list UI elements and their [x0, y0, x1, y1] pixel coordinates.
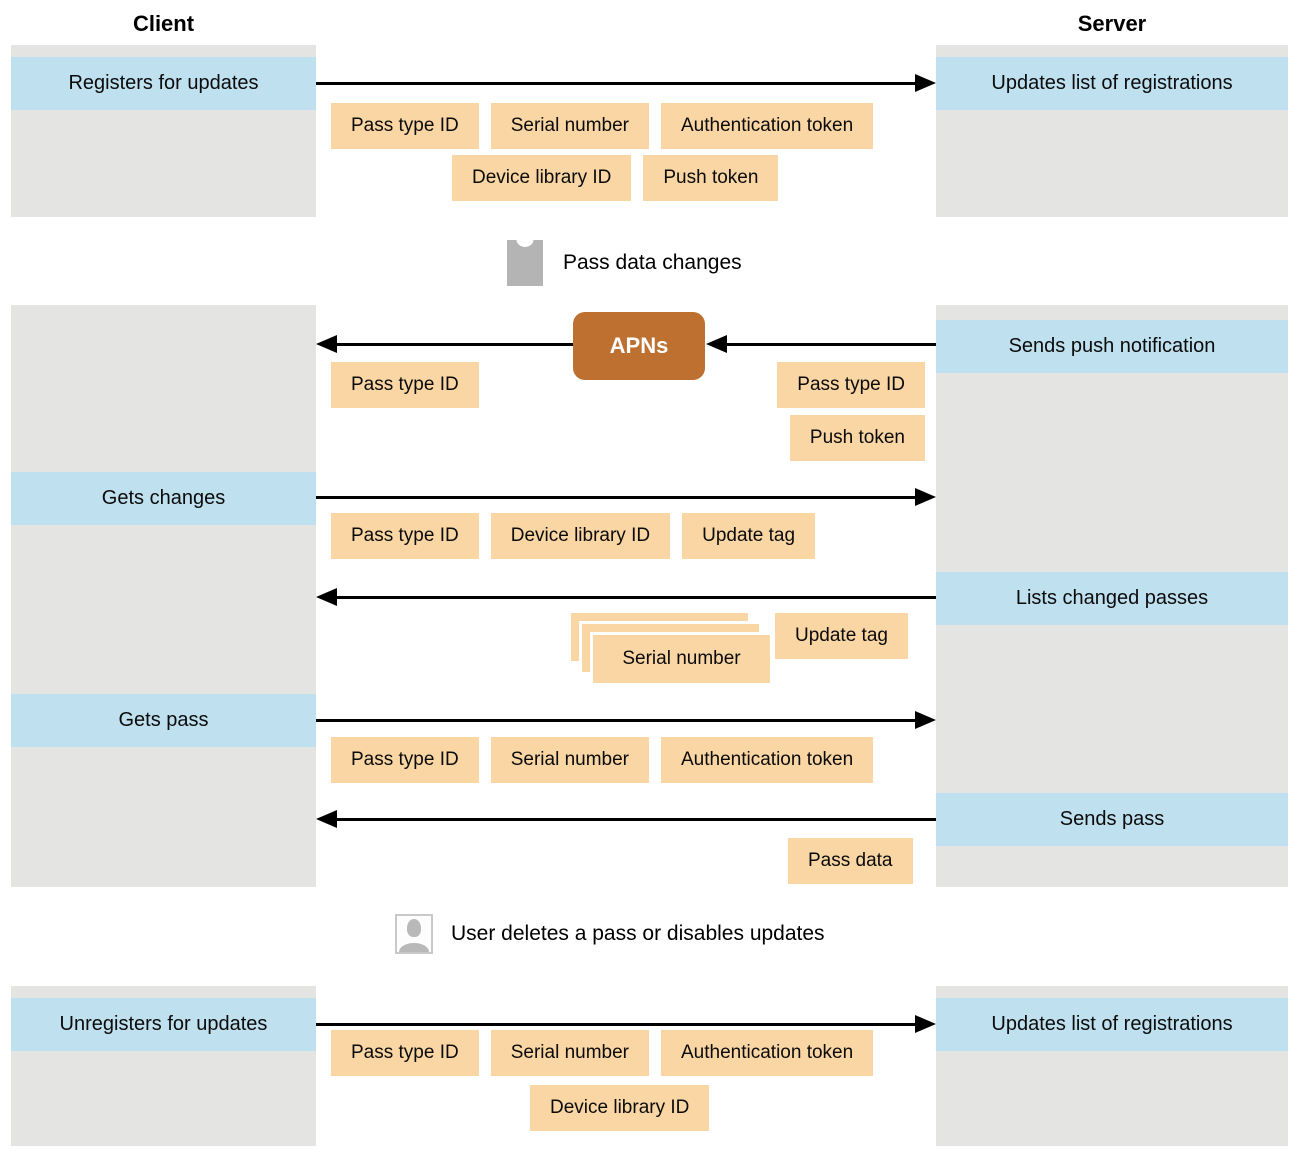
tag-authentication-token: Authentication token [661, 1030, 874, 1076]
unregister-tags-row1: Pass type ID Serial number Authenticatio… [331, 1030, 874, 1076]
tag-device-library-id: Device library ID [490, 513, 671, 559]
client-column-register: Registers for updates [11, 45, 316, 217]
tag-pass-type-id: Pass type ID [331, 362, 479, 408]
gap-note-label: User deletes a pass or disables updates [451, 922, 825, 945]
tag-serial-number: Serial number [490, 1030, 649, 1076]
tag-push-token: Push token [789, 415, 925, 461]
server-column-main: Sends push notification Lists changed pa… [936, 305, 1288, 887]
server-column-unregister: Updates list of registrations [936, 986, 1288, 1146]
apns-node: APNs [573, 312, 705, 380]
gap-note-user-deletes: User deletes a pass or disables updates [395, 912, 825, 956]
tag-update-tag: Update tag [682, 513, 816, 559]
tag-pass-type-id: Pass type ID [777, 362, 925, 408]
client-band-unregisters: Unregisters for updates [11, 998, 316, 1051]
arrow-sends-pass [316, 810, 936, 828]
lists-changed-tags: Update tag [775, 613, 908, 659]
tag-device-library-id: Device library ID [530, 1085, 710, 1131]
server-band-updates-registrations: Updates list of registrations [936, 57, 1288, 110]
pass-icon [507, 240, 543, 286]
tag-pass-type-id: Pass type ID [331, 103, 479, 149]
tag-authentication-token: Authentication token [661, 103, 874, 149]
server-column-register: Updates list of registrations [936, 45, 1288, 217]
tag-authentication-token: Authentication token [661, 737, 874, 783]
server-column-title: Server [1077, 11, 1147, 36]
tag-serial-number-stack: Serial number [590, 632, 773, 686]
tag-serial-number: Serial number [490, 103, 649, 149]
gap-note-label: Pass data changes [563, 251, 742, 274]
client-column-unregister: Unregisters for updates [11, 986, 316, 1146]
tag-serial-number: Serial number [490, 737, 649, 783]
register-tags-row2: Device library ID Push token [452, 155, 779, 201]
client-column-title: Client [132, 11, 195, 36]
arrow-gets-changes [316, 488, 936, 506]
tag-update-tag: Update tag [775, 613, 908, 659]
client-column-main: Gets changes Gets pass [11, 305, 316, 887]
arrow-unregister-request [316, 1015, 936, 1033]
server-band-updates-registrations: Updates list of registrations [936, 998, 1288, 1051]
arrow-lists-changed [316, 588, 936, 606]
arrow-gets-pass [316, 711, 936, 729]
register-tags-row1: Pass type ID Serial number Authenticatio… [331, 103, 874, 149]
client-band-registers: Registers for updates [11, 57, 316, 110]
sends-pass-tags: Pass data [788, 838, 913, 884]
gets-pass-tags: Pass type ID Serial number Authenticatio… [331, 737, 874, 783]
user-icon [395, 914, 433, 954]
arrow-register-request [316, 74, 936, 92]
gets-changes-tags: Pass type ID Device library ID Update ta… [331, 513, 816, 559]
push-client-tag-row: Pass type ID [331, 362, 479, 408]
server-band-sends-pass: Sends pass [936, 793, 1288, 846]
tag-push-token: Push token [643, 155, 779, 201]
tag-pass-type-id: Pass type ID [331, 513, 479, 559]
tag-pass-type-id: Pass type ID [331, 737, 479, 783]
client-band-gets-pass: Gets pass [11, 694, 316, 747]
tag-pass-data: Pass data [788, 838, 913, 884]
arrow-server-to-apns [706, 335, 936, 353]
tag-pass-type-id: Pass type ID [331, 1030, 479, 1076]
tag-device-library-id: Device library ID [452, 155, 632, 201]
server-band-sends-push: Sends push notification [936, 320, 1288, 373]
unregister-tags-row2: Device library ID [530, 1085, 710, 1131]
client-band-gets-changes: Gets changes [11, 472, 316, 525]
gap-note-pass-data-changes: Pass data changes [507, 238, 742, 288]
arrow-apns-to-client [316, 335, 573, 353]
push-server-tags: Pass type ID Push token [777, 362, 925, 461]
server-band-lists-changed: Lists changed passes [936, 572, 1288, 625]
